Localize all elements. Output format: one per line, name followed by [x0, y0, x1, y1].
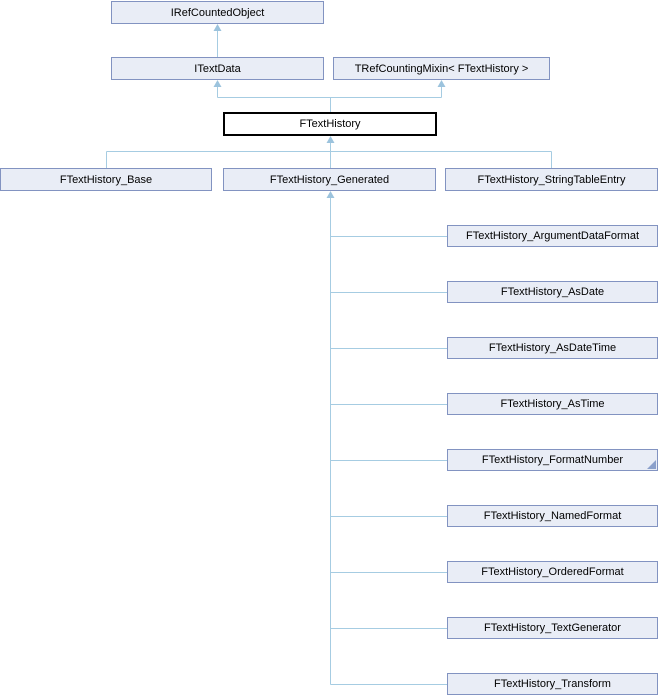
node-label: FTextHistory_AsTime [500, 398, 605, 410]
has-subclasses-indicator-icon [647, 460, 656, 469]
node-ftexthistory-base[interactable]: FTextHistory_Base [0, 168, 212, 191]
node-label: FTextHistory_TextGenerator [484, 622, 621, 634]
node-ftexthistory-transform[interactable]: FTextHistory_Transform [447, 673, 658, 695]
node-ftexthistory-namedformat[interactable]: FTextHistory_NamedFormat [447, 505, 658, 527]
node-label: FTextHistory_ArgumentDataFormat [466, 230, 639, 242]
node-label: FTextHistory_Base [59, 173, 153, 186]
node-label: FTextHistory_AsDate [500, 286, 605, 298]
node-label: FTextHistory_OrderedFormat [481, 566, 624, 578]
node-label: TRefCountingMixin< FTextHistory > [354, 62, 529, 75]
node-ftexthistory-textgenerator[interactable]: FTextHistory_TextGenerator [447, 617, 658, 639]
node-label: FTextHistory [299, 118, 361, 130]
node-ftexthistory-stringtableentry[interactable]: FTextHistory_StringTableEntry [445, 168, 658, 191]
node-ftexthistory-argumentdataformat[interactable]: FTextHistory_ArgumentDataFormat [447, 225, 658, 247]
node-ftexthistory-formatnumber[interactable]: FTextHistory_FormatNumber [447, 449, 658, 471]
node-label: FTextHistory_Generated [269, 173, 390, 186]
node-ftexthistory-generated[interactable]: FTextHistory_Generated [223, 168, 436, 191]
node-ftexthistory-asdatetime[interactable]: FTextHistory_AsDateTime [447, 337, 658, 359]
node-irefcountedobject[interactable]: IRefCountedObject [111, 1, 324, 24]
node-ftexthistory-asdate[interactable]: FTextHistory_AsDate [447, 281, 658, 303]
node-ftexthistory-current: FTextHistory [223, 112, 437, 136]
node-label: FTextHistory_AsDateTime [488, 342, 617, 354]
node-trefcountingmixin[interactable]: TRefCountingMixin< FTextHistory > [333, 57, 550, 80]
node-label: FTextHistory_Transform [494, 678, 611, 690]
node-label: FTextHistory_NamedFormat [483, 510, 622, 522]
node-label: FTextHistory_StringTableEntry [477, 173, 626, 186]
node-ftexthistory-astime[interactable]: FTextHistory_AsTime [447, 393, 658, 415]
node-label: FTextHistory_FormatNumber [481, 454, 624, 466]
node-ftexthistory-orderedformat[interactable]: FTextHistory_OrderedFormat [447, 561, 658, 583]
node-itextdata[interactable]: ITextData [111, 57, 324, 80]
node-label: ITextData [194, 62, 241, 75]
node-label: IRefCountedObject [170, 6, 265, 19]
